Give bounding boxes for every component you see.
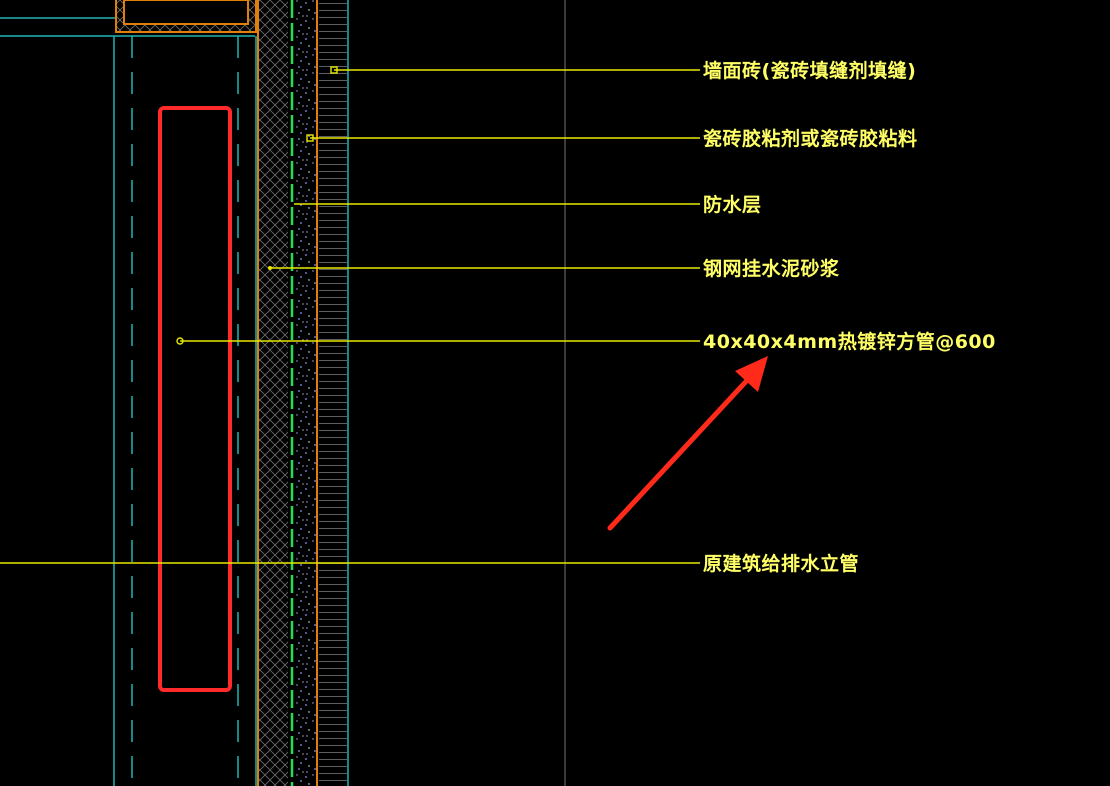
leader-marker-mesh-mortar [268,266,272,270]
callout-label-drain-riser: 原建筑给排水立管 [703,553,860,575]
leader-marker-tile-adhesive [306,134,314,142]
steel-tube-highlight-box [158,106,232,692]
masonry-wall-hatch [258,0,288,786]
callout-label-steel-tube: 40x40x4mm热镀锌方管@600 [703,331,996,353]
callout-label-tile-adhesive: 瓷砖胶粘剂或瓷砖胶粘料 [703,128,918,150]
red-arrow-annotation [607,356,768,531]
top-structural-box [115,0,257,33]
callout-label-waterproof-layer: 防水层 [703,194,762,216]
callout-leader-lines [0,66,700,564]
callout-label-mesh-mortar: 钢网挂水泥砂浆 [703,258,840,280]
leader-marker-steel-tube [176,337,184,345]
pipe-shaft-outline [113,36,257,786]
tile-layer-hatch [319,0,347,786]
leader-marker-wall-tile [330,66,338,74]
mortar-stipple-layer [294,0,316,786]
callout-label-wall-tile: 墙面砖(瓷砖填缝剂填缝) [703,60,917,82]
